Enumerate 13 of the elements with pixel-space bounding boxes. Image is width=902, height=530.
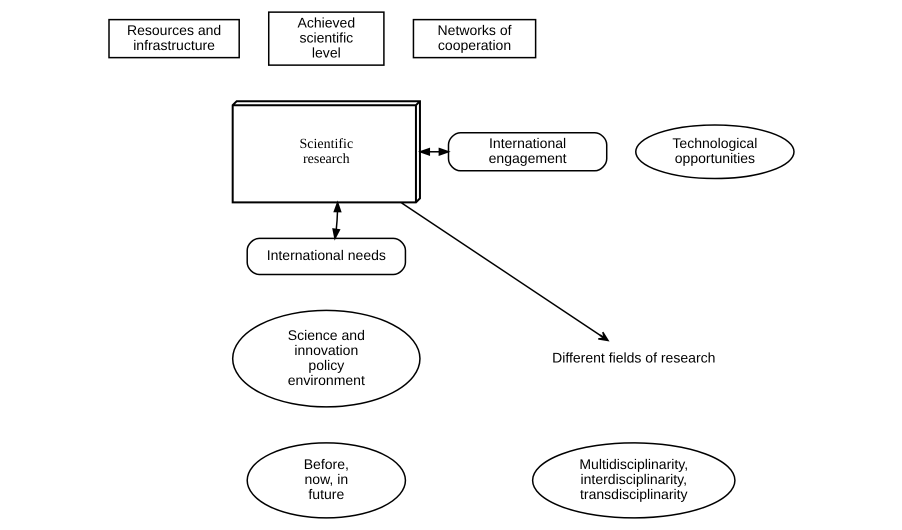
node-text: Different fields of research: [552, 349, 715, 366]
node-ellipse: Technological opportunities: [634, 124, 794, 180]
node-ellipse: Science and innovation policy environment: [231, 310, 420, 408]
node-box: Resources and infrastructure: [108, 18, 240, 58]
node-box: Networks of cooperation: [412, 18, 536, 58]
node-box: International engagement: [447, 132, 607, 172]
arrow: [332, 200, 342, 241]
node-ellipse: Before, now, in future: [246, 442, 406, 519]
arrow: [418, 148, 450, 156]
node-ellipse: Multidisciplinarity, interdisciplinarity, transdisciplinarity: [531, 442, 736, 519]
node-box: International needs: [246, 238, 406, 276]
arrow: [400, 202, 608, 342]
node-box: Achieved scientific level: [267, 11, 384, 66]
